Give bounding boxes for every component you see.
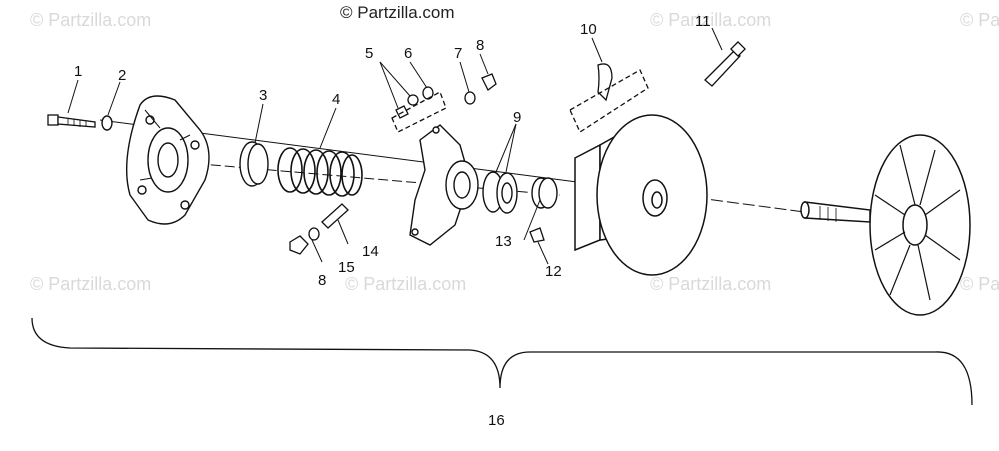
leader-lines <box>67 27 723 265</box>
bolt-part-1 <box>47 114 96 128</box>
pin-part-14 <box>321 203 349 229</box>
spring-part-4 <box>277 147 363 197</box>
hardware-part-5-6 <box>391 86 447 133</box>
screw-part-12 <box>529 227 545 243</box>
callout-7: 7 <box>454 45 462 62</box>
watermark-bottom-center: © Partzilla.com <box>345 274 466 294</box>
watermark-bottom-right: © Partzilla.com <box>650 274 771 294</box>
watermark-bottom-left: © Partzilla.com <box>30 274 151 294</box>
watermark-top-left: © Partzilla.com <box>30 10 151 30</box>
callout-15: 15 <box>338 259 355 276</box>
moveable-sheave <box>574 114 708 276</box>
callout-1: 1 <box>74 63 82 80</box>
hardware-part-7-8 <box>464 73 497 105</box>
watermark-top-far-right: © Partzilla.com <box>960 10 999 30</box>
callout-11: 11 <box>695 13 711 30</box>
callout-12: 12 <box>545 263 562 280</box>
callout-6: 6 <box>404 45 412 62</box>
callout-9: 9 <box>513 109 521 126</box>
watermark-top-right: © Partzilla.com <box>650 10 771 30</box>
weight-part-10 <box>569 63 649 133</box>
bolt-part-11 <box>704 41 746 87</box>
callout-10: 10 <box>580 21 597 38</box>
callout-14: 14 <box>362 243 379 260</box>
watermark-bottom-far-right: © Partzilla.com <box>960 274 999 294</box>
washer-part-15 <box>308 227 320 241</box>
callout-5: 5 <box>365 45 373 62</box>
callout-4: 4 <box>332 91 340 108</box>
callout-13: 13 <box>495 233 512 250</box>
spider-assembly <box>409 124 479 246</box>
clutch-cover <box>126 95 210 225</box>
watermarks: © Partzilla.com © Partzilla.com © Partzi… <box>30 10 999 294</box>
brand-logo-text: © Partzilla.com <box>340 3 455 22</box>
callout-16: 16 <box>488 412 505 429</box>
callout-8-lower: 8 <box>318 272 326 289</box>
callout-2: 2 <box>118 67 126 84</box>
callout-3: 3 <box>259 87 267 104</box>
bushing-part-13 <box>531 177 558 209</box>
callout-labels: 1 2 3 4 5 6 7 8 9 10 11 12 13 14 15 8 16 <box>74 13 711 429</box>
washer-part-2 <box>101 115 113 131</box>
fixed-sheave-shaft <box>800 134 971 316</box>
bushing-part-3 <box>239 141 269 187</box>
assembly-bracket <box>31 317 973 406</box>
assembly-axis <box>99 119 851 219</box>
callout-8-upper: 8 <box>476 37 484 54</box>
roller-part-9 <box>482 171 518 214</box>
nut-part-8-lower <box>289 235 309 255</box>
